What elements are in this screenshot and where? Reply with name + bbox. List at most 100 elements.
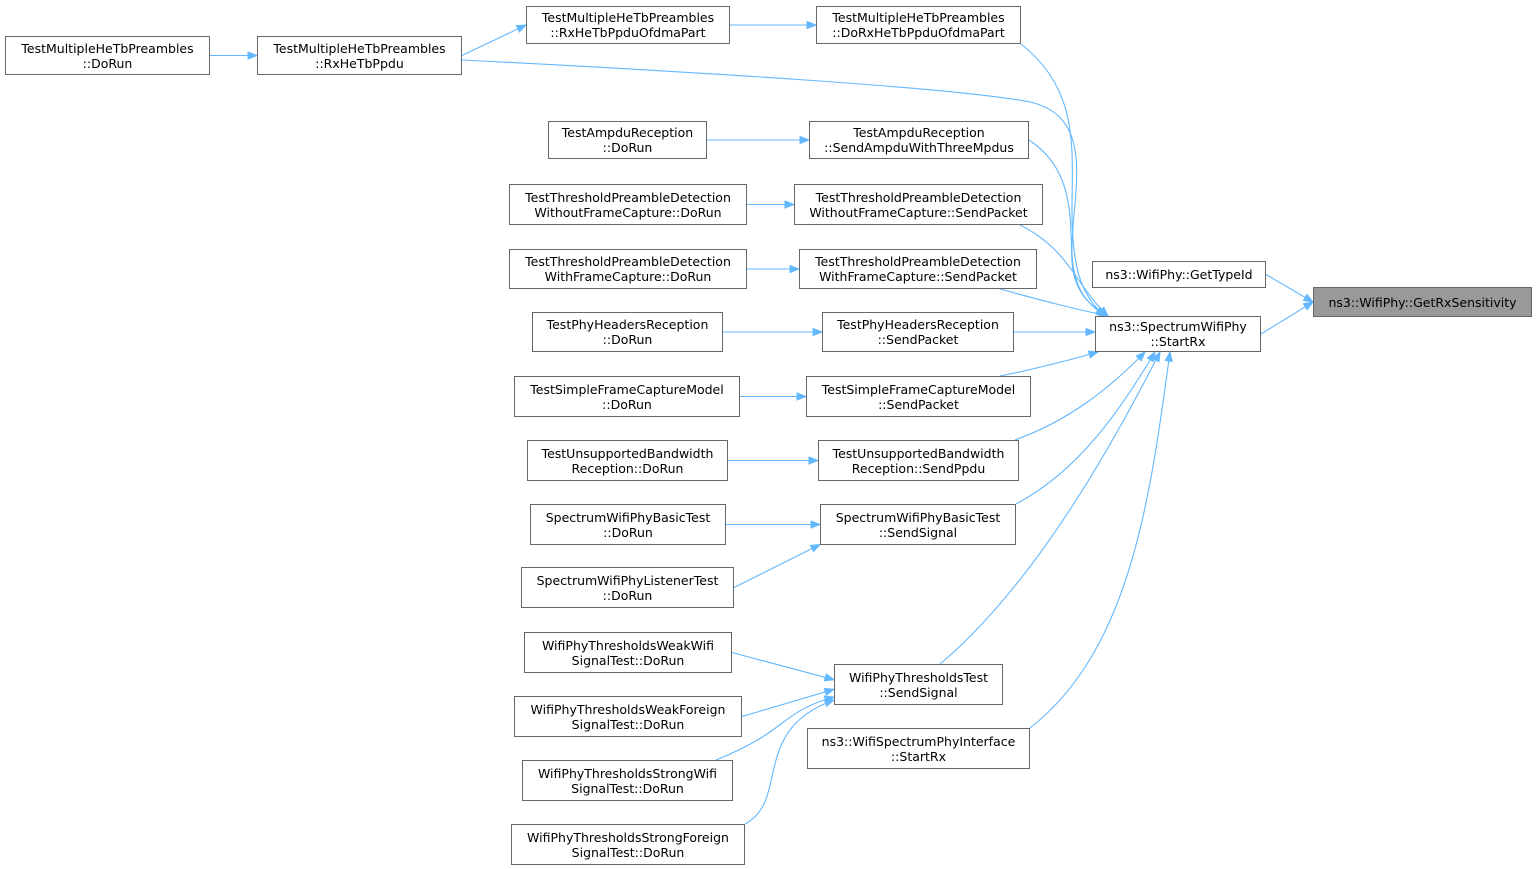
graph-node-startrx[interactable]: ns3::SpectrumWifiPhy::StartRx (1095, 316, 1261, 352)
graph-node-label: SignalTest::DoRun (571, 652, 685, 668)
graph-node-label: TestPhyHeadersReception (837, 317, 999, 332)
graph-node-label: WifiPhyThresholdsStrongForeign (527, 829, 729, 845)
edge-basicsend-to-startrx (1015, 351, 1156, 505)
edge-arrowhead (247, 51, 259, 60)
graph-node-label: TestMultipleHeTbPreambles (273, 40, 446, 56)
graph-node-label: ::SendPacket (877, 332, 959, 347)
edge-iface-to-startrx (1029, 351, 1171, 729)
graph-node-rxhetbofdma[interactable]: TestMultipleHeTbPreambles::RxHeTbPpduOfd… (526, 6, 730, 44)
graph-node-label: WifiPhyThresholdsTest (848, 669, 989, 685)
graph-node-label: ::SendAmpduWithThreeMpdus (824, 140, 1014, 155)
graph-node-mhtdorun[interactable]: TestMultipleHeTbPreambles::DoRun (5, 36, 210, 75)
graph-node-label: TestSimpleFrameCaptureModel (821, 381, 1016, 397)
graph-node-label: WithoutFrameCapture::SendPacket (809, 204, 1028, 220)
edge-tpdwfcsend-to-startrx (999, 288, 1109, 317)
graph-node-listenerdorun[interactable]: SpectrumWifiPhyListenerTest::DoRun (521, 567, 734, 608)
edge-arrowhead (1302, 293, 1315, 303)
graph-node-label: ::DoRun (82, 55, 133, 71)
edge-arrowhead (806, 20, 818, 30)
graph-node-sfcmsend[interactable]: TestSimpleFrameCaptureModel::SendPacket (806, 376, 1031, 417)
edge-arrowhead (1085, 327, 1097, 337)
graph-node-phyhdrdorun[interactable]: TestPhyHeadersReception::DoRun (532, 312, 723, 352)
graph-node-label: WithFrameCapture::SendPacket (819, 269, 1017, 284)
edge-listenerdorun-to-basicsend (733, 544, 821, 588)
graph-node-label: ::SendSignal (879, 684, 958, 700)
graph-node-label: TestThresholdPreambleDetection (525, 254, 731, 269)
graph-node-label: TestAmpduReception (561, 125, 694, 140)
graph-node-label: TestSimpleFrameCaptureModel (530, 381, 724, 397)
graph-node-label: SignalTest::DoRun (571, 780, 684, 796)
edge-thrsend-to-startrx (939, 351, 1161, 665)
edge-arrowhead (823, 673, 836, 682)
edge-arrowhead (796, 392, 808, 401)
edge-weakwifi-to-thrsend (731, 651, 835, 681)
graph-node-label: ::DoRxHeTbPpduOfdmaPart (832, 25, 1005, 40)
edge-arrowhead (789, 264, 801, 274)
graph-node-label: ::DoRun (602, 140, 653, 155)
graph-node-label: ns3::WifiPhy::GetTypeId (1105, 267, 1253, 282)
graph-node-label: SignalTest::DoRun (571, 716, 685, 732)
edge-arrowhead (809, 543, 822, 553)
graph-node-label: TestMultipleHeTbPreambles (21, 40, 194, 56)
graph-node-sfcmdorun[interactable]: TestSimpleFrameCaptureModel::DoRun (514, 376, 740, 417)
edge-arrowhead (799, 135, 811, 145)
edge-arrowhead (810, 520, 822, 529)
graph-node-label: TestMultipleHeTbPreambles (541, 10, 715, 25)
graph-node-iface[interactable]: ns3::WifiSpectrumPhyInterface::StartRx (807, 728, 1030, 769)
edge-strongwifi-to-thrsend (715, 696, 835, 761)
graph-node-rxhetb[interactable]: TestMultipleHeTbPreambles::RxHeTbPpdu (257, 36, 462, 75)
graph-node-ampdusend[interactable]: TestAmpduReception::SendAmpduWithThreeMp… (809, 121, 1029, 159)
graph-node-ampdudorun[interactable]: TestAmpduReception::DoRun (548, 121, 707, 159)
graph-node-label: ::RxHeTbPpdu (315, 55, 404, 71)
edge-startrx-to-root (1260, 301, 1314, 335)
graph-node-label: ns3::WifiSpectrumPhyInterface (821, 733, 1016, 749)
graph-node-label: TestThresholdPreambleDetection (525, 189, 731, 205)
graph-node-label: ::SendPacket (878, 396, 959, 412)
edge-arrowhead (1135, 351, 1146, 362)
graph-node-label: WifiPhyThresholdsWeakWifi (541, 637, 715, 653)
edge-rxhetb-to-startrx (461, 59, 1107, 317)
edge-arrowhead (1302, 301, 1315, 311)
edge-arrowhead (1164, 350, 1173, 362)
graph-node-label: ::StartRx (890, 748, 947, 764)
graph-node-basicsend[interactable]: SpectrumWifiPhyBasicTest::SendSignal (820, 504, 1016, 545)
graph-node-thrsend[interactable]: WifiPhyThresholdsTest::SendSignal (834, 664, 1003, 705)
graph-node-label: ::DoRun (603, 524, 653, 540)
edge-arrowhead (1146, 350, 1156, 363)
edge-weakforeign-to-thrsend (741, 688, 835, 718)
graph-node-label: WithFrameCapture::DoRun (544, 269, 712, 284)
graph-node-label: TestThresholdPreambleDetection (815, 254, 1021, 269)
graph-node-root[interactable]: ns3::WifiPhy::GetRxSensitivity (1313, 287, 1532, 317)
edge-arrowhead (515, 24, 528, 33)
edge-arrowhead (808, 456, 820, 465)
graph-node-label: ::DoRun (602, 332, 653, 347)
graph-node-label: WifiPhyThresholdsWeakForeign (530, 701, 726, 717)
graph-node-basicdorun[interactable]: SpectrumWifiPhyBasicTest::DoRun (530, 504, 726, 545)
graph-node-label: SpectrumWifiPhyBasicTest (835, 509, 1001, 525)
graph-node-label: ::RxHeTbPpduOfdmaPart (550, 25, 706, 40)
edge-strongforeign-to-thrsend (744, 699, 835, 825)
graph-node-label: ::StartRx (1150, 334, 1206, 349)
graph-node-phyhdrsend[interactable]: TestPhyHeadersReception::SendPacket (822, 312, 1014, 352)
graph-node-label: SpectrumWifiPhyBasicTest (545, 509, 711, 525)
graph-node-label: TestUnsupportedBandwidth (541, 445, 714, 461)
edge-tpdwofcsend-to-startrx (1019, 224, 1109, 317)
graph-node-label: ::DoRun (602, 396, 652, 412)
graph-node-gettypeid[interactable]: ns3::WifiPhy::GetTypeId (1092, 261, 1266, 288)
graph-node-dorxhetb[interactable]: TestMultipleHeTbPreambles::DoRxHeTbPpduO… (816, 6, 1021, 44)
graph-node-label: WifiPhyThresholdsStrongWifi (537, 765, 718, 781)
edge-sfcmsend-to-startrx (999, 351, 1099, 377)
graph-node-label: TestThresholdPreambleDetection (815, 189, 1022, 205)
graph-node-label: Reception::SendPpdu (851, 460, 986, 476)
